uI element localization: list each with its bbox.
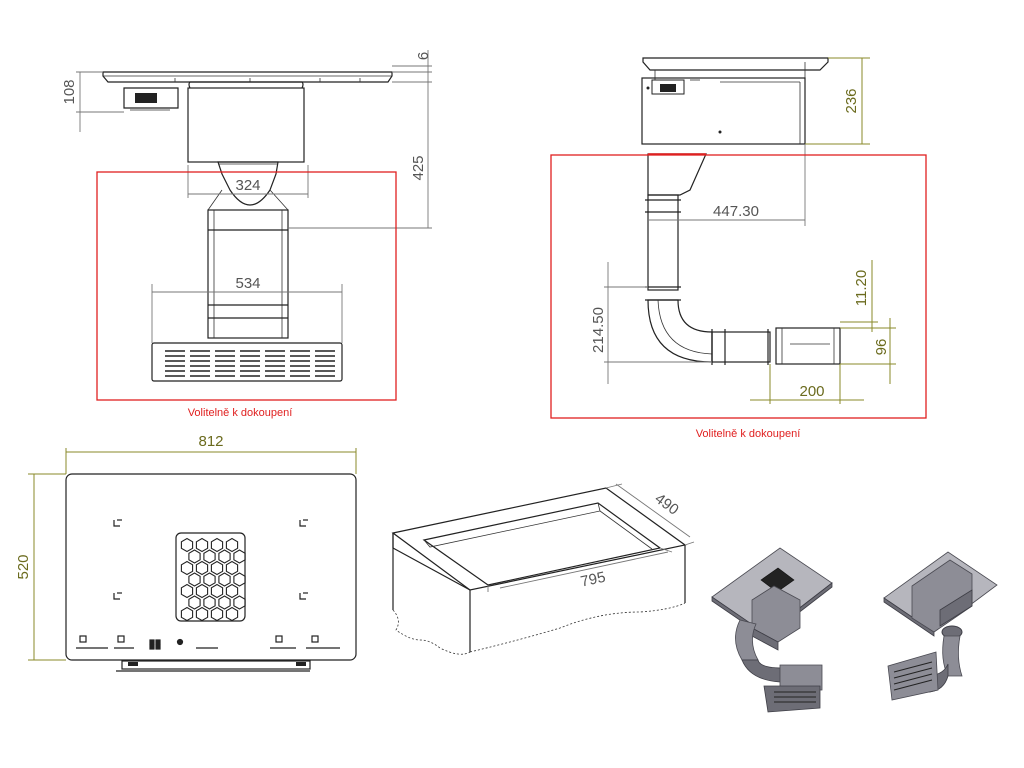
optional-caption-left: Volitelně k dokoupení (188, 407, 293, 419)
dim-side-11-20: 11.20 (840, 260, 878, 332)
dim-label-214-50: 214.50 (590, 307, 607, 353)
grille-hex-cell (210, 537, 224, 553)
cutout-opening (422, 502, 662, 586)
front-outlet-grille (151, 342, 343, 382)
grille-hex-cell (210, 560, 224, 576)
top-bottom-profile (121, 660, 311, 670)
dim-side-200: 200 (750, 364, 864, 404)
front-grille-slots (165, 350, 335, 377)
grille-hex-cell (203, 572, 216, 587)
dim-top-812: 812 (65, 433, 357, 474)
dim-label-96: 96 (873, 339, 890, 356)
dim-label-795: 795 (579, 569, 607, 591)
grille-hex-cell (203, 549, 216, 564)
grille-hex-cell (188, 572, 201, 587)
render-front-3d (711, 547, 833, 713)
grille-hex-cell (195, 560, 209, 576)
dim-top-520: 520 (15, 473, 66, 661)
grille-hex-cell (218, 572, 231, 587)
dim-label-490: 490 (652, 490, 682, 518)
side-outlet (775, 327, 841, 365)
dim-label-6: 6 (415, 52, 432, 60)
dim-front-thickness: 6 (392, 50, 432, 82)
front-vertical-duct (207, 209, 289, 339)
grille-hex-cell (225, 537, 239, 553)
front-view: 6 108 425 324 534 Volitelně k dokoupe (61, 50, 432, 419)
dim-label-812: 812 (198, 433, 223, 450)
render-rear-3d (883, 551, 998, 701)
dim-side-447: 447.30 (648, 144, 806, 226)
top-zone-marks (113, 519, 308, 600)
grille-hex-cell (225, 560, 239, 576)
cutout-top-face (391, 487, 687, 591)
dim-label-11-20: 11.20 (853, 270, 870, 306)
dim-label-534: 534 (235, 275, 260, 292)
front-cooktop-plate (102, 71, 393, 83)
grille-hex-cell (195, 537, 209, 553)
dim-label-236: 236 (843, 88, 860, 113)
dim-label-324: 324 (235, 177, 260, 194)
front-control-box (123, 87, 179, 109)
cutout-edges (392, 533, 686, 652)
top-control-strip (76, 635, 340, 650)
grille-hex-cell (195, 606, 209, 622)
grille-hex-cell (180, 537, 194, 553)
grille-hex-cell (188, 549, 201, 564)
grille-hex-cell (210, 606, 224, 622)
dim-front-108: 108 (61, 71, 124, 132)
grille-hex-cell (188, 595, 201, 610)
dim-label-520: 520 (15, 554, 32, 579)
dim-side-96: 96 (840, 318, 896, 384)
grille-hex-cell (225, 583, 239, 599)
side-vertical-duct (647, 194, 679, 291)
dim-front-534: 534 (151, 275, 343, 343)
dim-cutout-490: 490 (605, 483, 695, 546)
grille-hex-cell (210, 583, 224, 599)
grille-hex-cell (233, 572, 246, 587)
grille-hex-cell (225, 606, 239, 622)
top-cooktop-outline (65, 473, 357, 661)
side-motor-housing (641, 77, 806, 145)
front-motor-housing (187, 87, 305, 163)
worktop-cutout: 795 490 (391, 483, 695, 655)
grille-hex-cell (233, 549, 246, 564)
dim-label-425: 425 (410, 155, 427, 180)
dim-side-214: 214.50 (590, 262, 712, 384)
side-duct-elbow (647, 299, 713, 363)
front-duct-throat (217, 161, 279, 206)
grille-hex-cell (233, 595, 246, 610)
top-view: 812 520 (15, 433, 357, 672)
grille-hex-cell (218, 595, 231, 610)
optional-frame-left (96, 171, 397, 401)
top-grille-hex-pattern (180, 537, 246, 622)
grille-hex-cell (218, 549, 231, 564)
dim-cutout-795: 795 (487, 547, 673, 592)
dim-front-425: 425 (288, 81, 432, 229)
dim-front-324: 324 (187, 165, 309, 198)
optional-frame-right (550, 154, 927, 419)
grille-hex-cell (195, 583, 209, 599)
dim-side-236: 236 (805, 57, 870, 145)
dim-label-200: 200 (799, 383, 824, 400)
optional-caption-right: Volitelně k dokoupení (696, 428, 801, 440)
side-view: 236 447.30 214.50 11.20 96 (550, 57, 927, 440)
grille-hex-cell (180, 560, 194, 576)
grille-hex-cell (203, 595, 216, 610)
side-horizontal-duct (711, 331, 771, 363)
dim-label-108: 108 (61, 79, 78, 104)
side-cooktop-plate (642, 57, 829, 71)
dim-label-447-30: 447.30 (713, 203, 759, 220)
grille-hex-cell (180, 583, 194, 599)
side-throat (647, 153, 707, 196)
grille-hex-cell (180, 606, 194, 622)
